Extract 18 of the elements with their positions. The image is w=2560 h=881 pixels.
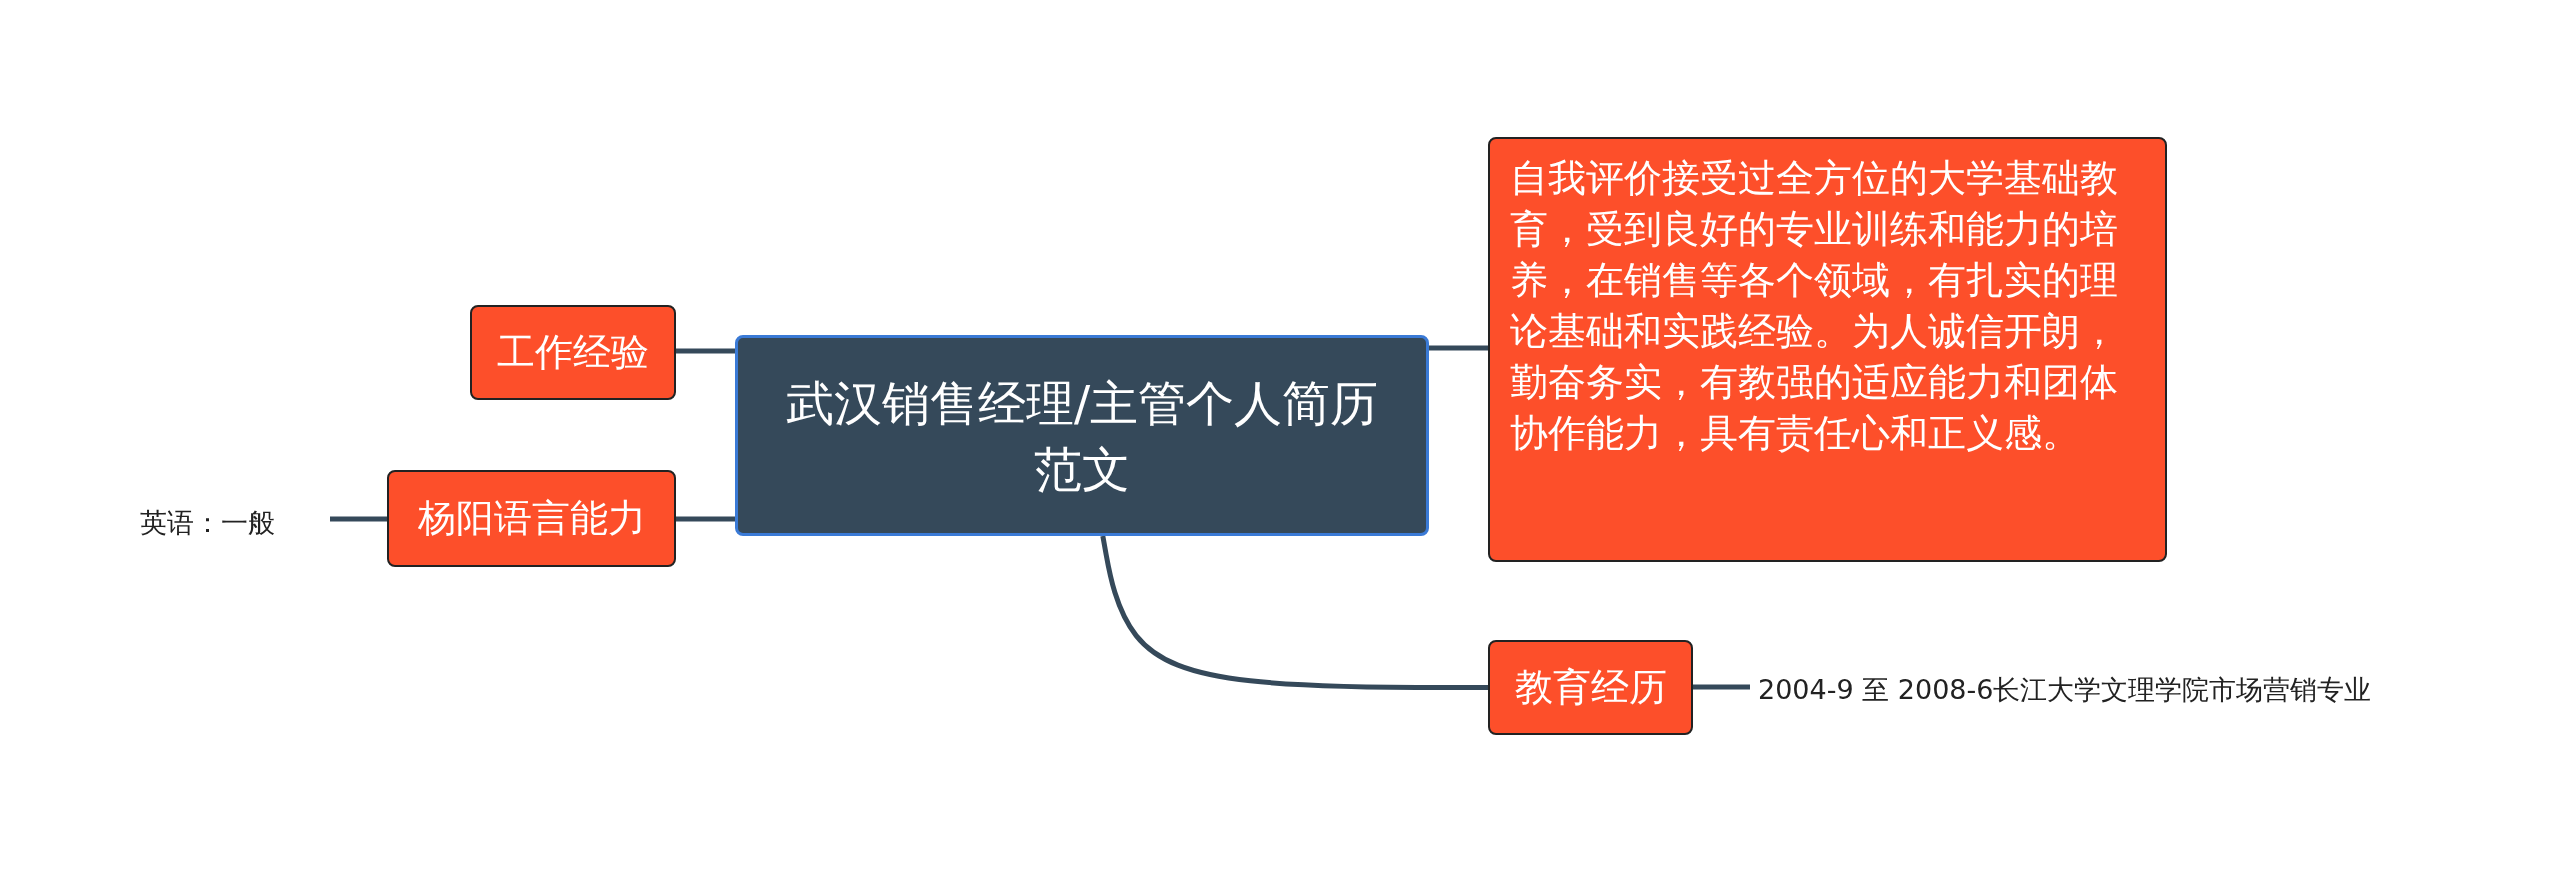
topic-box: [1488, 640, 1693, 735]
connector-line: [676, 348, 735, 354]
topic-box: [387, 470, 676, 567]
central-topic-box: [735, 335, 1429, 536]
topic-text: 杨阳语言能力: [417, 495, 646, 542]
connector-line: [1100, 535, 1488, 690]
topic-text: 教育经历: [1514, 664, 1667, 711]
connector-line: [330, 516, 387, 522]
connector-line: [1429, 345, 1488, 351]
subtopic-text: 2004-9 至 2008-6长江大学文理学院市场营销专业: [1758, 673, 2372, 707]
subtopic-text: 英语：一般: [140, 506, 275, 540]
connector-line: [1693, 684, 1750, 690]
topic-box: [470, 305, 676, 400]
topic-text: 自我评价接受过全方位的大学基础教育，受到良好的专业训练和能力的培养，在销售等各个领域，有扎实的理论基础和实践经验。为人诚信开朗，勤奋务实，有教强的适应能力和团体协作能力，具有责任心和正义感。: [1510, 155, 2119, 457]
topic-text: 武汉销售经理/主管个人简历范文: [784, 373, 1380, 499]
topic-box: [1488, 137, 2167, 562]
topic-text: 工作经验: [497, 329, 649, 376]
connector-line: [676, 516, 735, 522]
